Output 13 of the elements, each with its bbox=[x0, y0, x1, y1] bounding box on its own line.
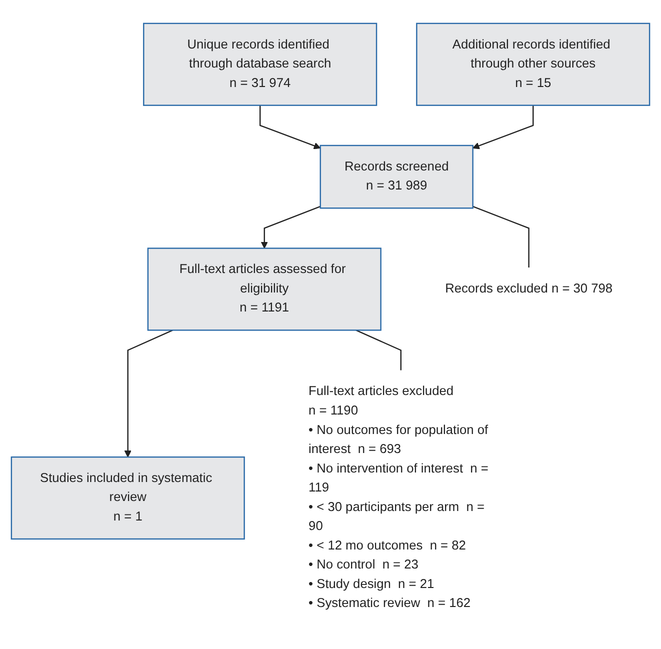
node-box: Full-text articles assessed for eligibility n = 1191 bbox=[147, 248, 382, 331]
arrow bbox=[472, 105, 534, 150]
arrow bbox=[124, 330, 174, 458]
node-box: Additional records identified through other sources n = 15 bbox=[416, 22, 650, 106]
node-text: Full-text articles excluded n = 1190 • No outcomes for population of interest n = 693 • No intervention of interest n = 119 • < 30 participants per arm n = 90 • < 12 mo outcomes n = 82 • No control n = 23 • Study design n = 21 • Systematic review n = 162 bbox=[308, 384, 488, 610]
arrow bbox=[259, 105, 321, 150]
node-text: Records excluded n = 30 798 bbox=[445, 282, 613, 296]
node-box: Records screened n = 31 989 bbox=[320, 144, 474, 209]
node-box: Studies included in systematic review n = 1 bbox=[10, 456, 245, 540]
node-box: Unique records identified through database search n = 31 974 bbox=[143, 22, 378, 106]
connector bbox=[356, 330, 402, 370]
arrow bbox=[260, 206, 321, 249]
connector bbox=[472, 206, 530, 268]
